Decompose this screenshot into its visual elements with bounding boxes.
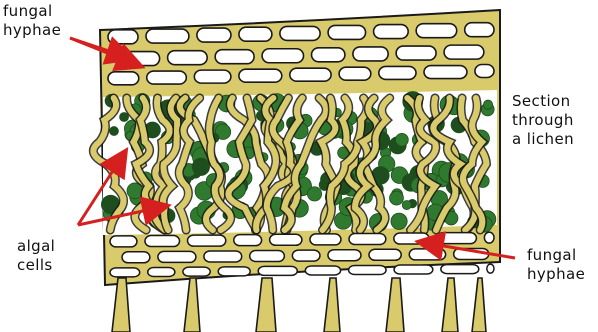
lower-cortex-cell [183, 267, 210, 276]
rhizine [184, 278, 200, 332]
lower-cortex-cell [394, 265, 433, 274]
rhizine [442, 278, 458, 332]
cortex-cell [339, 67, 371, 80]
cortex-cell [168, 51, 208, 65]
rhizines [112, 278, 486, 332]
lower-cortex-cell [349, 266, 386, 275]
lower-cortex-cell [218, 267, 250, 276]
lower-cortex-cell [204, 251, 242, 262]
lower-cortex-cell [188, 235, 226, 246]
lower-cortex-cell [409, 249, 445, 260]
lower-cortex-cell [250, 251, 285, 262]
rhizine [472, 278, 486, 332]
rhizine [112, 278, 130, 332]
algal-cell [402, 201, 411, 210]
cortex-cell [374, 25, 409, 39]
lower-cortex-cell [305, 266, 340, 275]
algal-cell [120, 113, 129, 122]
cortex-cell [262, 49, 303, 63]
rhizine [256, 278, 276, 332]
algal-cell [391, 213, 407, 229]
rhizine [386, 278, 404, 332]
lower-cortex-cell [158, 251, 196, 262]
lower-cortex-cell [145, 236, 180, 247]
lower-cortex-cell [349, 234, 386, 245]
lower-cortex-cell [148, 268, 175, 277]
lower-cortex-cell [487, 264, 494, 273]
cortex-cell [239, 69, 282, 82]
cortex-cell [147, 71, 187, 84]
cortex-cell [280, 26, 320, 40]
cortex-cell [215, 50, 254, 64]
lower-cortex-cell [292, 250, 320, 261]
cortex-cell [475, 65, 494, 78]
cortex-cell [444, 45, 484, 59]
cortex-cell [290, 68, 331, 81]
algal-cell [110, 127, 119, 136]
cortex-cell [379, 66, 416, 79]
cortex-cell [353, 47, 388, 61]
cortex-cell [146, 29, 189, 43]
cortex-cell [328, 25, 365, 39]
label-fungal-hyphae-bottom: fungal hyphae [527, 246, 585, 284]
lower-cortex-cell [484, 232, 494, 243]
algal-cell [307, 187, 321, 201]
cortex-cell [465, 23, 494, 37]
cortex-cell [239, 27, 272, 41]
lower-cortex-cell [369, 249, 401, 260]
lower-cortex-cell [234, 235, 262, 246]
label-fungal-hyphae-top: fungal hyphae [3, 2, 61, 40]
lower-cortex-cell [441, 265, 479, 274]
cortex-cell [108, 72, 139, 85]
lower-cortex-cell [122, 252, 150, 263]
label-section-title: Section through a lichen [512, 92, 574, 149]
label-algal-cells: algal cells [17, 237, 55, 275]
algal-cell [483, 100, 492, 109]
lower-cortex-cell [110, 236, 137, 247]
cortex-cell [197, 28, 231, 42]
lower-cortex-cell [328, 250, 361, 261]
rhizine [324, 278, 340, 332]
algal-cell [395, 133, 408, 146]
cortex-cell [424, 66, 467, 79]
lower-cortex-cell [437, 233, 476, 244]
cortex-cell [312, 48, 345, 62]
lower-cortex-cell [258, 266, 297, 275]
cortex-cell [396, 46, 436, 60]
cortex-cell [194, 70, 231, 83]
algal-cell [390, 191, 404, 205]
lower-cortex-cell [270, 234, 302, 245]
cortex-cell [108, 30, 138, 44]
lower-cortex-cell [110, 268, 140, 277]
cortex-cell [416, 24, 457, 38]
algal-cell [192, 158, 209, 175]
lower-cortex-cell [310, 234, 341, 245]
